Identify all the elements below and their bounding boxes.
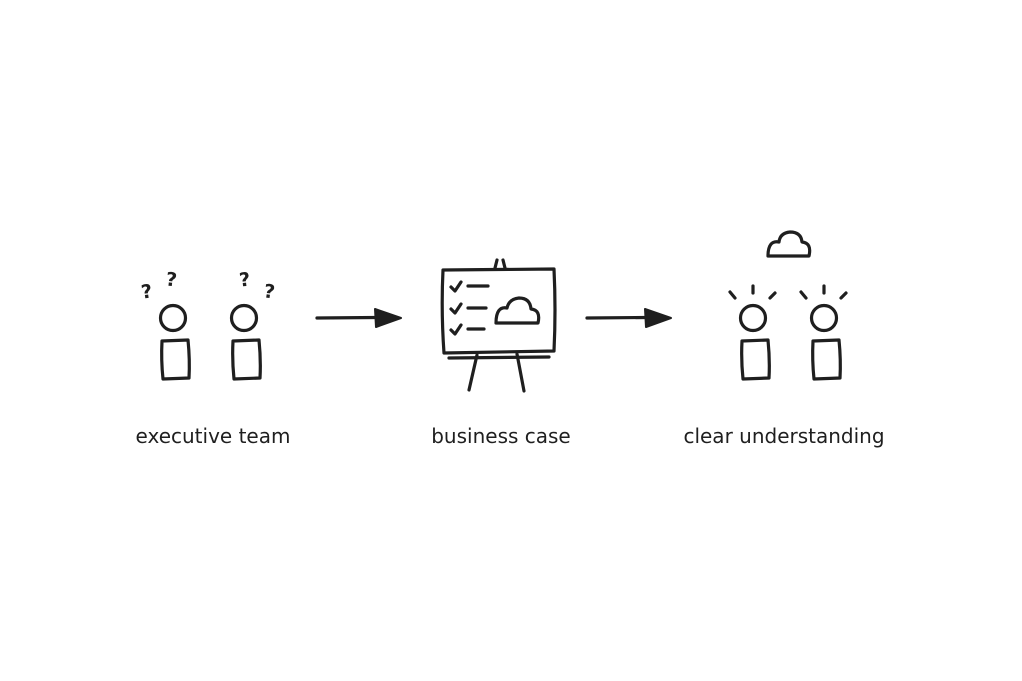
person-icon: [158, 303, 191, 381]
enlightened-people-icon: [728, 230, 848, 381]
node-label: clear understanding: [683, 424, 884, 448]
question-mark-icon: ?: [140, 280, 154, 303]
node-label: executive team: [136, 424, 291, 448]
sparkle-lines-icon: [728, 284, 777, 300]
sparkle-lines-icon: [799, 284, 848, 300]
arrow-icon: [585, 308, 672, 328]
node-executive-team: ? ? ? ? executive team: [136, 268, 291, 448]
person-icon: [738, 303, 771, 381]
cloud-icon: [766, 230, 812, 258]
person-icon: [229, 303, 262, 381]
node-label: business case: [431, 424, 571, 448]
confused-people-icon: ? ? ? ?: [140, 268, 276, 381]
node-business-case: business case: [431, 258, 571, 448]
question-mark-icon: ?: [262, 280, 276, 303]
node-clear-understanding: clear understanding: [683, 230, 885, 448]
presentation-easel-icon: [440, 258, 557, 393]
checklist-icon: [449, 280, 490, 336]
arrow-icon: [315, 308, 402, 328]
question-mark-icon: ?: [165, 268, 178, 291]
cloud-icon: [494, 296, 541, 325]
person-icon: [809, 303, 842, 381]
question-mark-icon: ?: [238, 269, 251, 292]
